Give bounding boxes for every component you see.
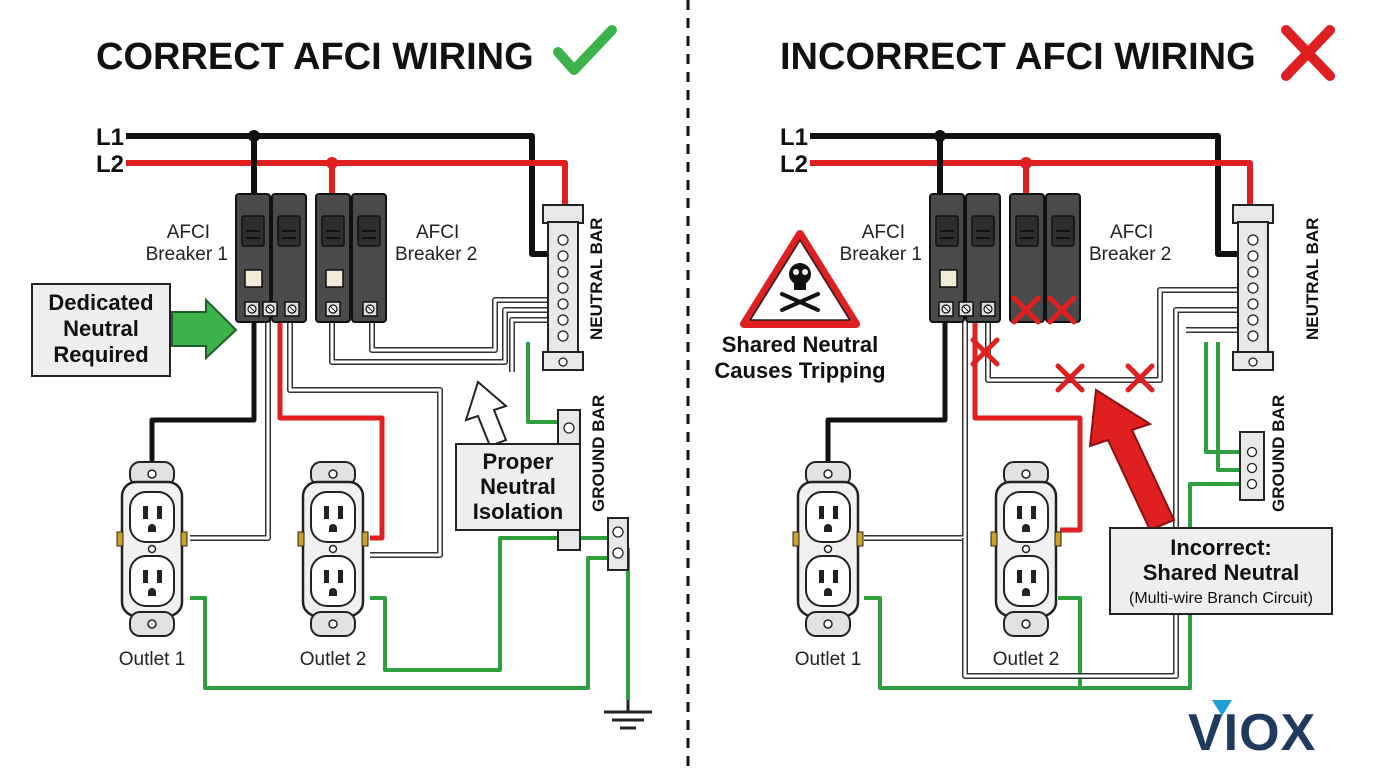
viox-logo: VIOX	[1188, 700, 1316, 762]
red-arrow-icon	[1088, 388, 1176, 532]
callout-dedicated-neutral: Dedicated Neutral Required	[31, 283, 171, 377]
outlet2-label: Outlet 2	[300, 649, 367, 670]
breaker2-label-line1-right: AFCI	[1110, 222, 1153, 243]
afci-breaker-2	[315, 193, 387, 323]
svg-text:(Multi-wire Branch Circuit): (Multi-wire Branch Circuit)	[1129, 590, 1313, 607]
warning-text-line2: Causes Tripping	[714, 358, 885, 383]
bus-l2-label: L2	[96, 151, 124, 178]
ground-terminal	[607, 517, 629, 571]
outlet-1	[115, 460, 189, 638]
breaker1-label-line1: AFCI	[167, 222, 210, 243]
bus-l2-label-right: L2	[780, 151, 808, 178]
green-arrow-icon	[171, 297, 238, 361]
outlet-2-right	[989, 460, 1063, 638]
incorrect-panel: INCORRECT AFCI WIRING L1 L2	[714, 25, 1335, 690]
breaker1-label-line2: Breaker 1	[146, 244, 228, 265]
breaker2-label-line2: Breaker 2	[395, 244, 477, 265]
ground-bar-right	[1239, 431, 1265, 501]
neutral-bar-label: NEUTRAL BAR	[587, 218, 606, 340]
neutral-bar-right	[1232, 204, 1274, 371]
neutral-bar	[542, 204, 584, 371]
outlet2-label-right: Outlet 2	[993, 649, 1060, 670]
breaker2-label-line2-right: Breaker 2	[1089, 244, 1171, 265]
breaker1-label-line2-right: Breaker 1	[840, 244, 922, 265]
callout-incorrect-shared-neutral: Incorrect: Shared Neutral (Multi-wire Br…	[1109, 527, 1333, 615]
check-icon	[553, 25, 617, 75]
svg-text:VIOX: VIOX	[1188, 704, 1316, 762]
correct-title: CORRECT AFCI WIRING	[96, 36, 534, 78]
incorrect-title: INCORRECT AFCI WIRING	[780, 36, 1256, 78]
svg-text:Incorrect:: Incorrect:	[1170, 535, 1271, 560]
callout-proper-isolation: Proper Neutral Isolation	[455, 443, 581, 531]
svg-text:Neutral: Neutral	[480, 474, 556, 499]
neutral-bar-label-right: NEUTRAL BAR	[1303, 218, 1322, 340]
outlet-1-right	[791, 460, 865, 638]
svg-text:Neutral: Neutral	[63, 316, 139, 341]
skull-warning-icon	[740, 230, 860, 328]
svg-text:Required: Required	[53, 342, 148, 367]
afci-breaker-1-right	[929, 193, 1001, 323]
svg-text:Isolation: Isolation	[473, 499, 563, 524]
ground-bar-label-right: GROUND BAR	[1269, 395, 1288, 512]
outlet1-label-right: Outlet 1	[795, 649, 862, 670]
warning-text-line1: Shared Neutral	[722, 332, 879, 357]
outline-arrow-icon	[464, 380, 508, 448]
correct-panel: CORRECT AFCI WIRING L1 L2	[31, 25, 652, 730]
outlet1-label: Outlet 1	[119, 649, 186, 670]
breaker2-label-line1: AFCI	[416, 222, 459, 243]
svg-text:Proper: Proper	[483, 449, 554, 474]
svg-text:Shared Neutral: Shared Neutral	[1143, 560, 1300, 585]
breaker1-label-line1-right: AFCI	[862, 222, 905, 243]
bus-l1-label: L1	[96, 124, 124, 151]
earth-ground-icon	[604, 700, 652, 730]
afci-breaker-1	[235, 193, 307, 323]
outlet-2	[296, 460, 370, 638]
cross-icon	[1281, 25, 1335, 81]
ground-bar-label: GROUND BAR	[589, 395, 608, 512]
bus-l1-label-right: L1	[780, 124, 808, 151]
svg-text:Dedicated: Dedicated	[48, 290, 153, 315]
